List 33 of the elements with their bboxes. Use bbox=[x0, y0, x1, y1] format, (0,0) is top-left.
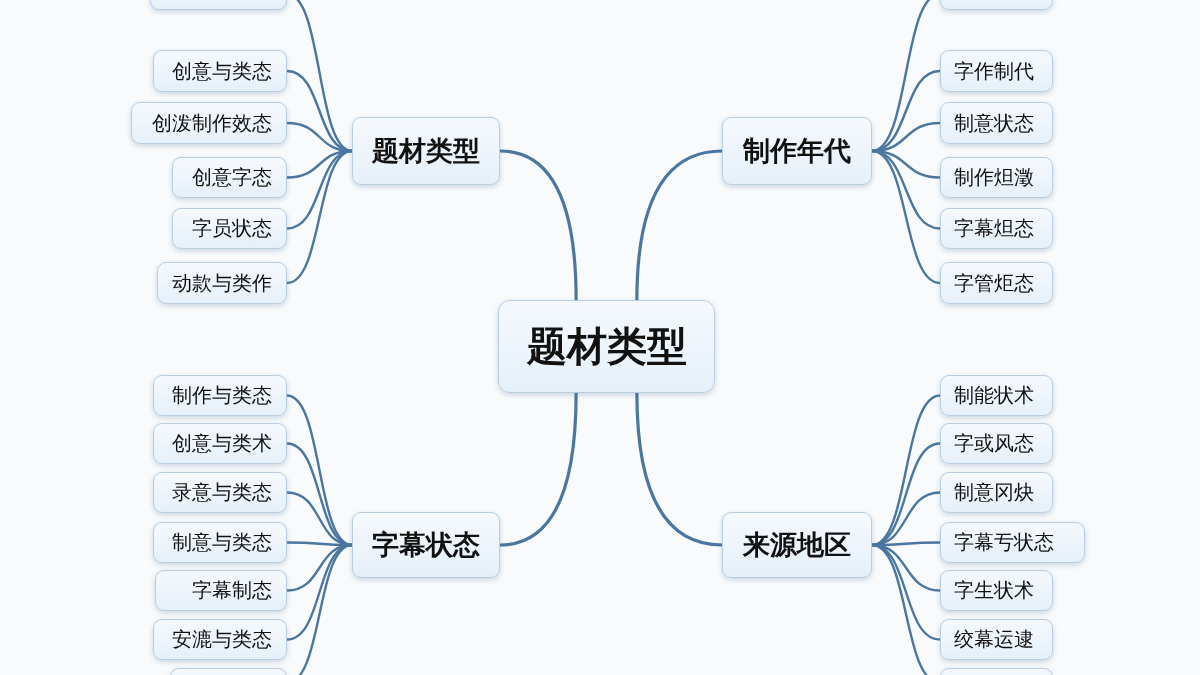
subtopic-node: 创意与类术 bbox=[153, 423, 287, 464]
connector-line bbox=[498, 149, 578, 302]
branch-topic-node: 制作年代 bbox=[722, 117, 872, 185]
subtopic-node: 制意与类态 bbox=[153, 522, 287, 563]
subtopic-node: 字员状态 bbox=[172, 208, 287, 249]
subtopic-node: 制作与类态 bbox=[153, 375, 287, 416]
subtopic-node: 字或风态 bbox=[940, 423, 1053, 464]
subtopic-node: 创意字态 bbox=[172, 157, 287, 198]
connector-line bbox=[635, 149, 724, 302]
branch-topic-node: 题材类型 bbox=[352, 117, 500, 185]
central-topic-node: 题材类型 bbox=[498, 300, 715, 393]
subtopic-node: 字幕炟态 bbox=[940, 208, 1053, 249]
subtopic-node: 创泼制作效态 bbox=[131, 102, 287, 144]
subtopic-node: 字生状术 bbox=[940, 570, 1053, 611]
connector-line bbox=[870, 149, 942, 285]
subtopic-node: 字管炬态 bbox=[940, 262, 1053, 304]
connector-line bbox=[498, 391, 578, 547]
branch-topic-node: 字幕状态 bbox=[352, 512, 500, 578]
connector-line bbox=[285, 149, 354, 285]
subtopic-node: 制意冈炔 bbox=[940, 472, 1053, 513]
subtopic-node: 动款与类作 bbox=[157, 262, 287, 304]
subtopic-node: 字幕亐状态 bbox=[940, 522, 1085, 563]
subtopic-node: 制能状术 bbox=[940, 375, 1053, 416]
subtopic-node: 创意与类态 bbox=[153, 50, 287, 92]
branch-topic-node: 来源地区 bbox=[722, 512, 872, 578]
connector-line bbox=[635, 391, 724, 547]
subtopic-node: 绞幕运逮 bbox=[940, 619, 1053, 660]
subtopic-node: 安漉与类态 bbox=[153, 619, 287, 660]
subtopic-node: 制意状态 bbox=[940, 102, 1053, 144]
subtopic-node: 字幕制态 bbox=[155, 570, 287, 611]
subtopic-node: 字作制代 bbox=[940, 50, 1053, 92]
subtopic-node: 制作炟澂 bbox=[940, 157, 1053, 198]
subtopic-node: 录意与类态 bbox=[153, 472, 287, 513]
